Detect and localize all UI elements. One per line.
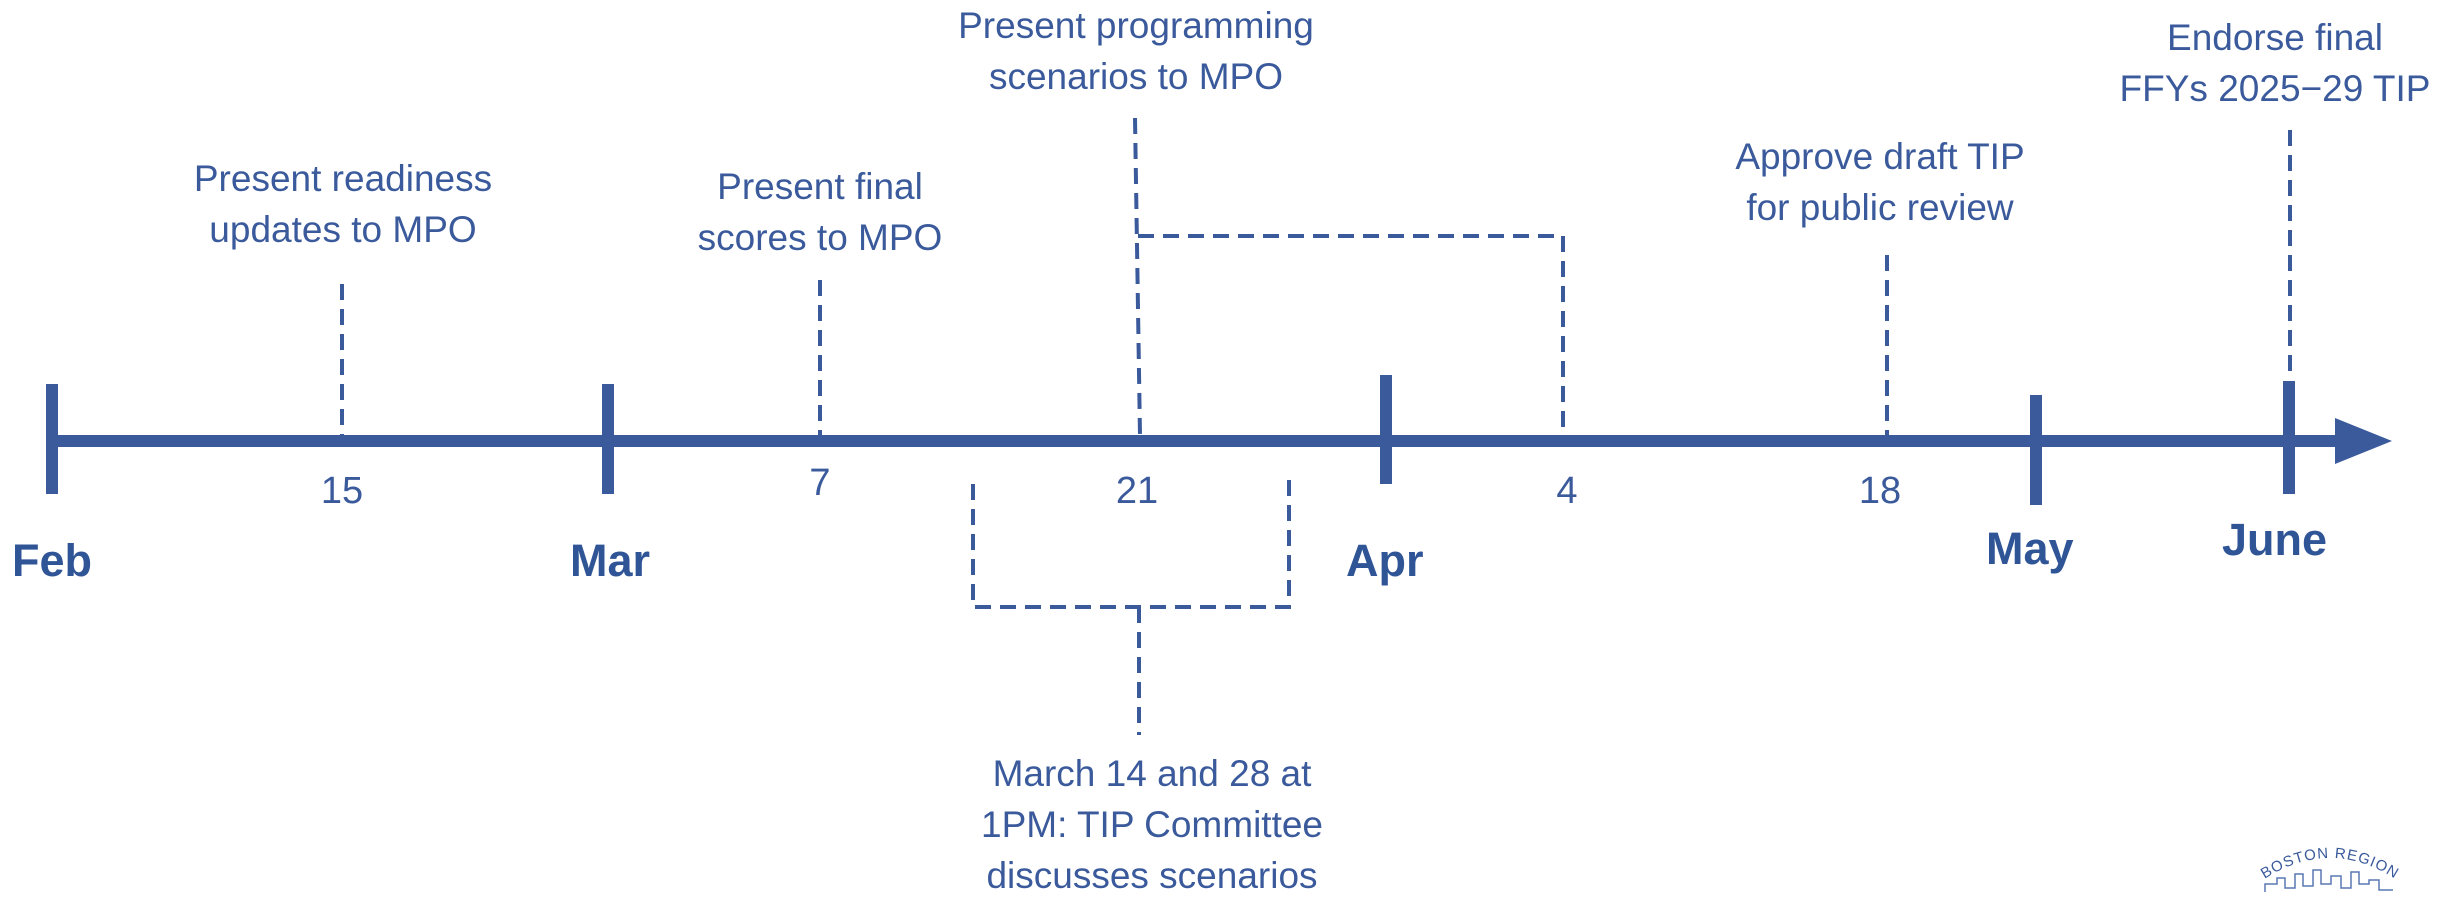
label-tip-committee: March 14 and 28 at 1PM: TIP Committee di… [980, 753, 1324, 896]
day-label-18: 18 [1858, 470, 1902, 512]
city-skyline-icon [2264, 869, 2393, 892]
boston-region-logo: BOSTON REGION [2258, 845, 2402, 892]
timeline-arrowhead [2335, 418, 2392, 464]
label-programming: Present programming scenarios to MPO [958, 5, 1314, 97]
label-readiness: Present readiness updates to MPO [193, 158, 493, 250]
month-label-apr: Apr [1346, 535, 1424, 586]
logo-text: BOSTON REGION [2258, 845, 2402, 882]
month-label-june: June [2222, 514, 2328, 565]
day-label-7: 7 [809, 462, 831, 504]
month-label-may: May [1986, 523, 2074, 574]
month-label-feb: Feb [12, 535, 93, 586]
label-approve-draft: Approve draft TIP for public review [1735, 136, 2025, 228]
day-label-4: 4 [1556, 470, 1578, 512]
day-label-15: 15 [320, 470, 364, 512]
leader-programming-bracket [1138, 234, 1565, 440]
leader-tip-committee-bracket [971, 474, 1291, 609]
month-label-mar: Mar [570, 535, 651, 586]
leader-programming [1133, 117, 1142, 437]
label-final-scores: Present final scores to MPO [697, 166, 943, 258]
label-endorse-final: Endorse final FFYs 2025−29 TIP [2119, 17, 2431, 109]
day-label-21: 21 [1115, 470, 1159, 512]
